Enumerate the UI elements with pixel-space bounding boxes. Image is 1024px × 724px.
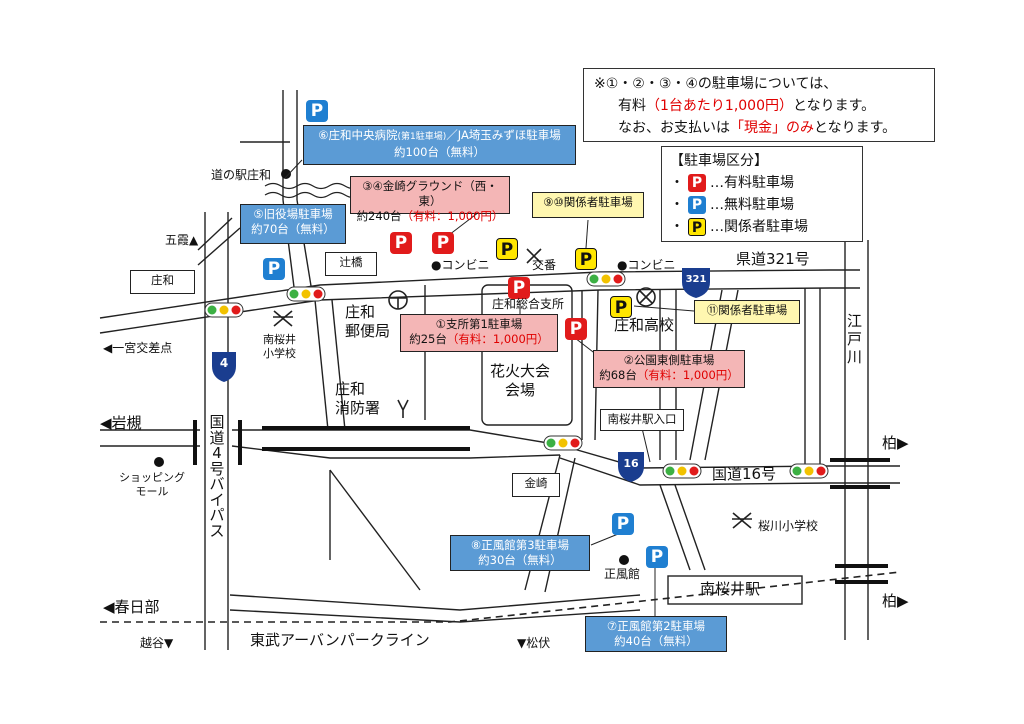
parking-5-box: ⑤旧役場駐車場 約70台（無料） <box>240 204 346 244</box>
staff-parking-icon: P <box>688 218 706 236</box>
notice-line3-pre: なお、お支払いは <box>618 120 730 136</box>
notice-line2-post: となります。 <box>793 98 876 114</box>
parking-7-box: ⑦正風館第2駐車場 約40台（無料） <box>585 616 727 652</box>
iwatsuki-label: ◀岩槻 <box>100 414 142 432</box>
route-shields <box>212 268 710 482</box>
parking-2-box: ②公園東側駐車場 約68台（有料：1,000円） <box>593 350 745 388</box>
tobu-line-label: 東武アーバンパークライン <box>250 631 430 649</box>
showa-box: 庄和 <box>130 270 195 294</box>
matsubushi-label: ▼松伏 <box>517 636 551 650</box>
legend-item-paid: ・ P …有料駐車場 <box>670 174 794 192</box>
gokasumi-label: 五霞▲ <box>165 233 199 247</box>
tsujibashi-box: 辻橋 <box>325 252 377 276</box>
parking-1-box: ①支所第1駐車場 約25台（有料：1,000円） <box>400 314 558 352</box>
route-321-shield: 321 <box>685 274 707 285</box>
high-school-label: 庄和高校 <box>614 316 675 334</box>
paid-parking-icon: P <box>565 318 587 340</box>
legend-title: 【駐車場区分】 <box>670 153 768 169</box>
michinoeki-label: 道の駅庄和 <box>211 168 272 182</box>
kanasaki-box: 金崎 <box>512 473 560 497</box>
edogawa-label: 江 戸 川 <box>847 312 863 366</box>
parking-notice: ※①・②・③・④の駐車場については、 有料（1台あたり1,000円）となります。… <box>583 68 935 142</box>
free-parking-icon: P <box>263 258 285 280</box>
paid-parking-icon: P <box>508 277 530 299</box>
festival-venue-label: 花火大会 会場 <box>490 362 551 399</box>
sakuragawa-school-label: 桜川小学校 <box>758 519 819 533</box>
station-entrance-box: 南桜井駅入口 <box>600 409 684 431</box>
paid-parking-icon: P <box>432 232 454 254</box>
parking-34-box: ③④金崎グラウンド（西・東） 約240台（有料：1,000円） <box>350 176 510 223</box>
notice-line3-post: となります。 <box>814 120 897 136</box>
fire-station-label: 庄和 消防署 <box>335 380 381 417</box>
traffic-lights <box>204 271 829 479</box>
route-16-shield: 16 <box>623 457 639 470</box>
koban-label: 交番 <box>532 258 557 272</box>
bypass-label: 国 道 4 号 バ イ パ ス <box>209 413 225 540</box>
parking-legend: 【駐車場区分】 ・ P …有料駐車場 ・ P …無料駐車場 ・ P …関係者駐車… <box>661 146 863 242</box>
conveni-1-label: ●コンビニ <box>431 258 490 272</box>
notice-line2-pre: 有料 <box>618 98 646 114</box>
notice-line2-red: （1台あたり1,000円） <box>646 98 793 114</box>
legend-item-staff: ・ P …関係者駐車場 <box>670 218 808 236</box>
minamisakurai-station-label: 南桜井駅 <box>700 580 761 598</box>
route-4-shield: 4 <box>219 356 229 370</box>
shofukan-label: 正風館 <box>604 567 641 581</box>
free-parking-icon: P <box>646 546 668 568</box>
kokudou16-label: 国道16号 <box>712 465 777 483</box>
kashiwa-1-label: 柏▶ <box>882 434 909 452</box>
notice-line3-red: 「現金」のみ <box>730 120 814 136</box>
free-parking-icon: P <box>688 196 706 214</box>
staff-parking-icon: P <box>575 248 597 270</box>
free-parking-icon: P <box>612 513 634 535</box>
parking-8-box: ⑧正風館第3駐車場 約30台（無料） <box>450 535 590 571</box>
branch-office-label: 庄和総合支所 <box>492 297 565 311</box>
legend-item-free: ・ P …無料駐車場 <box>670 196 794 214</box>
free-parking-icon: P <box>306 100 328 122</box>
minamisakurai-school-label: 南桜井 小学校 <box>263 333 296 360</box>
koshigaya-label: 越谷▼ <box>140 636 174 650</box>
parking-6-box: ⑥庄和中央病院(第1駐車場)／JA埼玉みずほ駐車場 約100台（無料） <box>303 125 576 165</box>
post-office-label: 庄和 郵便局 <box>345 303 391 340</box>
paid-parking-icon: P <box>390 232 412 254</box>
parking-11-box: ⑪関係者駐車場 <box>694 300 800 324</box>
staff-parking-icon: P <box>610 296 632 318</box>
shopping-mall-label: ショッピング モール <box>119 471 185 498</box>
kashiwa-2-label: 柏▶ <box>882 592 909 610</box>
kasukabe-label: ◀春日部 <box>103 598 160 616</box>
staff-parking-icon: P <box>496 238 518 260</box>
kendou321-label: 県道321号 <box>736 250 810 268</box>
notice-line1: ※①・②・③・④の駐車場については、 <box>594 76 838 92</box>
paid-parking-icon: P <box>688 174 706 192</box>
parking-910-box: ⑨⑩関係者駐車場 <box>532 192 644 218</box>
conveni-2-label: ●コンビニ <box>617 258 676 272</box>
ichinomiya-label: ◀一宮交差点 <box>103 341 173 355</box>
